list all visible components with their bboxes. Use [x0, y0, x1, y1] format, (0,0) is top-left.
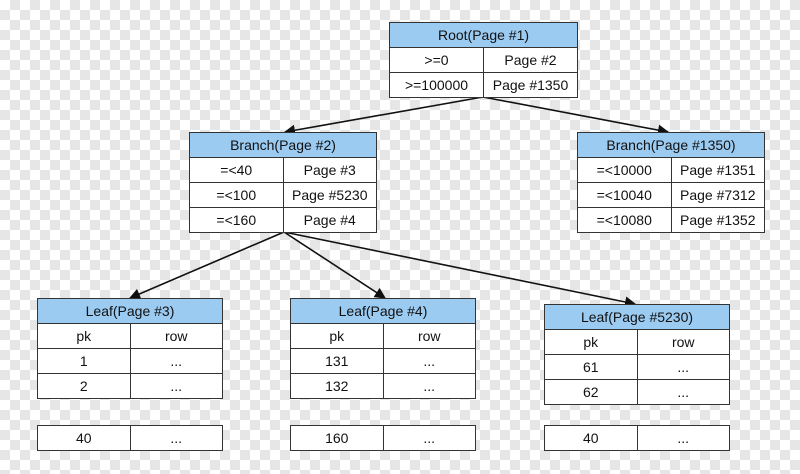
edge-branch-to-leaf-5230: [283, 231, 637, 308]
page-cell: Page #4: [282, 208, 377, 232]
column-header-row: pk row: [545, 330, 729, 355]
table-row: 132 ...: [291, 374, 475, 398]
row-cell: ...: [382, 374, 476, 398]
edge-branch-to-leaf-3: [128, 231, 285, 300]
table-row: 61 ...: [545, 355, 729, 380]
row-cell: ...: [636, 355, 730, 379]
edge-branch-to-leaf-4: [283, 231, 386, 299]
column-header-row: row: [129, 324, 223, 348]
row-cell: ...: [636, 380, 730, 404]
column-header-row: pk row: [291, 324, 475, 349]
leaf-4-last-row: 160 ...: [290, 425, 476, 451]
page-cell: Page #1350: [483, 73, 577, 97]
key-cell: =<10000: [596, 162, 652, 178]
branch-node-page-2: Branch(Page #2) =<40 Page #3 =<100 Page …: [189, 132, 377, 233]
page-cell: Page #5230: [282, 183, 377, 207]
leaf-title: Leaf(Page #3): [38, 299, 222, 324]
leaf-3-last-row: 40 ...: [37, 425, 223, 451]
leaf-node-page-3: Leaf(Page #3) pk row 1 ... 2 ...: [37, 298, 223, 399]
pk-cell: 160: [325, 430, 349, 446]
column-header-pk: pk: [329, 328, 345, 344]
row-cell: ...: [129, 426, 223, 450]
page-cell: Page #7312: [670, 183, 765, 207]
edge-root-to-branch-right: [482, 96, 670, 136]
leaf-node-page-5230: Leaf(Page #5230) pk row 61 ... 62 ...: [544, 304, 730, 405]
pk-cell: 40: [75, 430, 92, 446]
pk-cell: 132: [325, 378, 349, 394]
column-header-pk: pk: [583, 334, 599, 350]
row-cell: ...: [382, 426, 476, 450]
leaf-node-page-4: Leaf(Page #4) pk row 131 ... 132 ...: [290, 298, 476, 399]
row-cell: ...: [129, 374, 223, 398]
branch-title: Branch(Page #2): [190, 133, 376, 158]
column-header-row: row: [636, 330, 730, 354]
column-header-row: row: [382, 324, 476, 348]
page-cell: Page #3: [282, 158, 377, 182]
pk-cell: 2: [79, 378, 88, 394]
row-cell: ...: [382, 349, 476, 373]
pk-cell: 131: [325, 353, 349, 369]
key-cell: =<160: [216, 212, 257, 228]
page-cell: Page #1351: [670, 158, 765, 182]
root-node: Root(Page #1) >=0 Page #2 >=100000 Page …: [389, 22, 578, 98]
table-row: 1 ...: [38, 349, 222, 374]
key-cell: =<40: [220, 162, 253, 178]
edge-root-to-branch-left: [283, 96, 484, 136]
row-cell: ...: [129, 349, 223, 373]
key-cell: =<100: [216, 187, 257, 203]
table-row: 62 ...: [545, 380, 729, 404]
table-row: =<10080 Page #1352: [578, 208, 764, 232]
table-row: =<40 Page #3: [190, 158, 376, 183]
leaf-title: Leaf(Page #4): [291, 299, 475, 324]
pk-cell: 1: [79, 353, 88, 369]
branch-title: Branch(Page #1350): [578, 133, 764, 158]
leaf-title: Leaf(Page #5230): [545, 305, 729, 330]
page-cell: Page #1352: [670, 208, 765, 232]
page-cell: Page #2: [483, 48, 577, 72]
column-header-pk: pk: [76, 328, 92, 344]
key-cell: >=0: [424, 52, 449, 68]
table-row: =<100 Page #5230: [190, 183, 376, 208]
table-row: 131 ...: [291, 349, 475, 374]
key-cell: =<10080: [596, 212, 652, 228]
root-title: Root(Page #1): [390, 23, 577, 48]
table-row: =<10000 Page #1351: [578, 158, 764, 183]
pk-cell: 62: [582, 384, 599, 400]
table-row: >=0 Page #2: [390, 48, 577, 73]
key-cell: =<10040: [596, 187, 652, 203]
pk-cell: 40: [582, 430, 599, 446]
key-cell: >=100000: [404, 77, 469, 93]
column-header-row: pk row: [38, 324, 222, 349]
row-cell: ...: [636, 426, 730, 450]
branch-node-page-1350: Branch(Page #1350) =<10000 Page #1351 =<…: [577, 132, 765, 233]
leaf-5230-last-row: 40 ...: [544, 425, 730, 451]
table-row: =<160 Page #4: [190, 208, 376, 232]
table-row: 2 ...: [38, 374, 222, 398]
table-row: >=100000 Page #1350: [390, 73, 577, 97]
table-row: =<10040 Page #7312: [578, 183, 764, 208]
pk-cell: 61: [582, 359, 599, 375]
